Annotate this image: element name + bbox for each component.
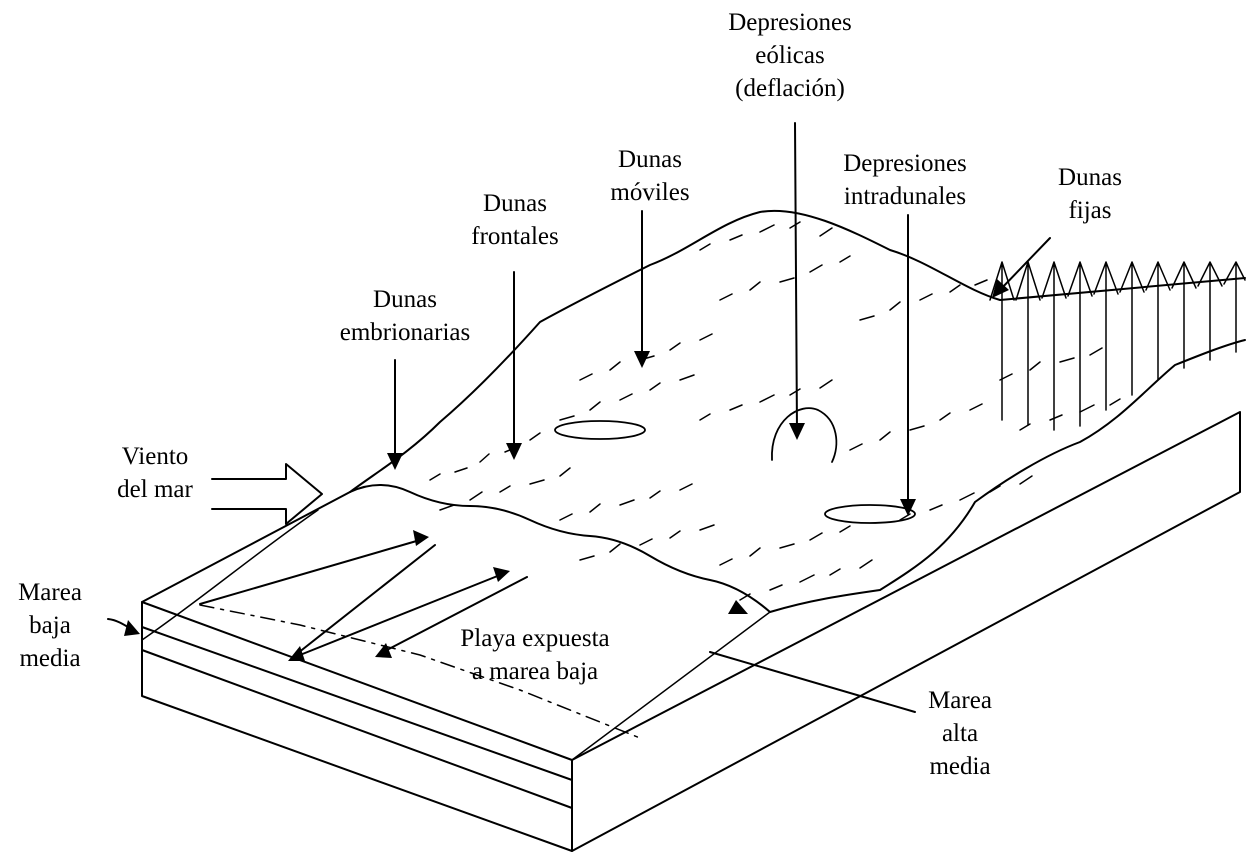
label-line: embrionarias	[339, 319, 471, 346]
stratum-line-front-2	[141, 649, 573, 809]
label-line: baja	[29, 612, 71, 639]
fixed-dune-forest	[989, 261, 1246, 431]
low-tide-line	[199, 604, 641, 739]
label-line: Depresiones	[843, 150, 967, 177]
label-depresiones-intradunales: Depresiones intradunales	[815, 147, 995, 213]
label-line: eólicas	[755, 42, 825, 69]
label-line: (deflación)	[735, 75, 845, 102]
slope-line	[571, 611, 771, 761]
label-line: frontales	[471, 223, 559, 250]
wind-arrow	[211, 463, 323, 525]
label-line: fijas	[1068, 197, 1112, 224]
label-line: Playa expuesta	[460, 625, 610, 652]
label-marea-alta-media: Marea alta media	[910, 684, 1010, 783]
label-line: Dunas	[618, 146, 682, 173]
label-line: móviles	[610, 179, 690, 206]
label-playa-expuesta: Playa expuesta a marea baja	[430, 622, 640, 688]
intradune-depression-1	[554, 420, 646, 440]
high-tide-line	[349, 484, 771, 613]
arrowheads	[124, 279, 1009, 661]
label-dunas-frontales: Dunas frontales	[450, 187, 580, 253]
label-line: media	[19, 645, 81, 672]
label-line: Marea	[928, 687, 992, 714]
label-line: del mar	[117, 476, 193, 503]
swash-arrows	[199, 539, 528, 656]
label-marea-baja-media: Marea baja media	[0, 576, 100, 675]
label-dunas-moviles: Dunas móviles	[590, 143, 710, 209]
intradune-depression-2	[824, 504, 916, 524]
dune-field-outline	[349, 209, 1246, 493]
deflation-hollow	[771, 407, 838, 463]
leader-lines	[107, 122, 1051, 713]
label-line: Marea	[18, 579, 82, 606]
label-line: Dunas	[373, 286, 437, 313]
label-line: Viento	[121, 443, 189, 470]
label-line: Dunas	[483, 190, 547, 217]
label-dunas-fijas: Dunas fijas	[1030, 161, 1150, 227]
label-viento-del-mar: Viento del mar	[100, 440, 210, 506]
label-line: a marea baja	[471, 658, 599, 685]
dune-field-side-edge	[769, 339, 1246, 613]
block-side-face	[571, 411, 1241, 852]
label-line: media	[929, 753, 991, 780]
label-dunas-embrionarias: Dunas embrionarias	[330, 283, 480, 349]
beach-left-edge	[141, 491, 351, 603]
label-depresiones-eolicas: Depresiones eólicas (deflación)	[700, 6, 880, 105]
stratum-line-front-1	[141, 626, 573, 781]
label-line: intradunales	[843, 183, 967, 210]
sea-water-line	[141, 509, 319, 641]
label-line: Dunas	[1058, 164, 1122, 191]
dune-vegetation	[429, 221, 1121, 601]
label-line: alta	[941, 720, 979, 747]
label-line: Depresiones	[728, 9, 852, 36]
